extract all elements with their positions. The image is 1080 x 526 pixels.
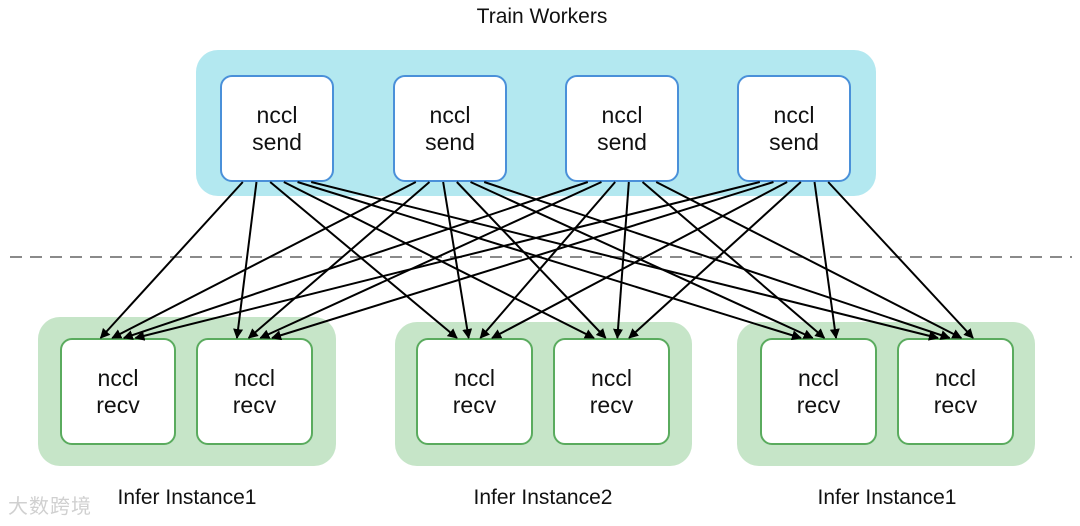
arrow-send1-recv3 [269, 181, 458, 339]
arrow-send3-recv5 [641, 181, 826, 339]
infer-instance-label-2: Infer Instance2 [473, 486, 613, 509]
receiver-label-line2: recv [452, 391, 497, 418]
sender-node-1: nccl send [220, 75, 334, 182]
arrow-send3-recv4 [613, 181, 630, 339]
receiver-label-line2: recv [796, 391, 841, 418]
sender-label-line1: nccl [601, 101, 643, 128]
arrow-send2-recv4 [456, 181, 607, 339]
receiver-node-3: nccl recv [416, 338, 533, 445]
receiver-node-5: nccl recv [760, 338, 877, 445]
sender-label-line1: nccl [429, 101, 471, 128]
receiver-node-6: nccl recv [897, 338, 1014, 445]
sender-node-2: nccl send [393, 75, 507, 182]
arrow-send4-recv2 [271, 181, 774, 341]
arrow-send1-recv6 [310, 181, 939, 341]
arrow-send4-recv4 [628, 181, 802, 339]
receiver-label-line2: recv [96, 391, 140, 418]
sender-label-line1: nccl [256, 101, 298, 128]
receiver-label-line2: recv [232, 391, 277, 418]
arrow-send3-recv6 [655, 181, 963, 339]
arrow-send2-recv6 [483, 181, 951, 340]
infer-instance-label-3: Infer Instance1 [817, 486, 957, 509]
arrow-send1-recv5 [297, 181, 802, 341]
receiver-label-line2: recv [589, 391, 634, 418]
receiver-label-line1: nccl [454, 364, 495, 391]
arrow-send2-recv1 [111, 181, 417, 339]
infer-instance-label-1: Infer Instance1 [117, 486, 257, 509]
receiver-node-1: nccl recv [60, 338, 176, 445]
receiver-label-line1: nccl [97, 364, 139, 391]
arrow-send4-recv3 [491, 181, 788, 339]
sender-label-line2: send [252, 128, 302, 155]
arrow-send4-recv5 [813, 181, 840, 339]
arrow-send3-recv3 [479, 181, 616, 339]
sender-label-line1: nccl [773, 101, 815, 128]
receiver-node-2: nccl recv [196, 338, 313, 445]
receiver-label-line2: recv [933, 391, 978, 418]
receiver-node-4: nccl recv [553, 338, 670, 445]
receiver-label-line1: nccl [234, 364, 275, 391]
receiver-label-line1: nccl [591, 364, 632, 391]
sender-label-line2: send [597, 128, 647, 155]
send-recv-arrows [99, 181, 974, 341]
sender-node-4: nccl send [737, 75, 851, 182]
receiver-label-line1: nccl [798, 364, 839, 391]
arrow-send4-recv1 [134, 181, 761, 341]
receiver-label-line1: nccl [935, 364, 976, 391]
arrow-send1-recv2 [233, 181, 258, 339]
watermark: 大数跨境 [8, 496, 92, 518]
arrow-send4-recv6 [827, 181, 974, 339]
arrow-send2-recv2 [247, 181, 431, 339]
sender-label-line2: send [769, 128, 819, 155]
arrow-send1-recv1 [99, 181, 244, 339]
arrow-send3-recv2 [259, 181, 602, 339]
train-workers-title: Train Workers [476, 5, 608, 28]
arrow-send3-recv1 [122, 181, 589, 340]
sender-node-3: nccl send [565, 75, 679, 182]
arrow-send2-recv3 [442, 181, 473, 339]
sender-label-line2: send [425, 128, 475, 155]
